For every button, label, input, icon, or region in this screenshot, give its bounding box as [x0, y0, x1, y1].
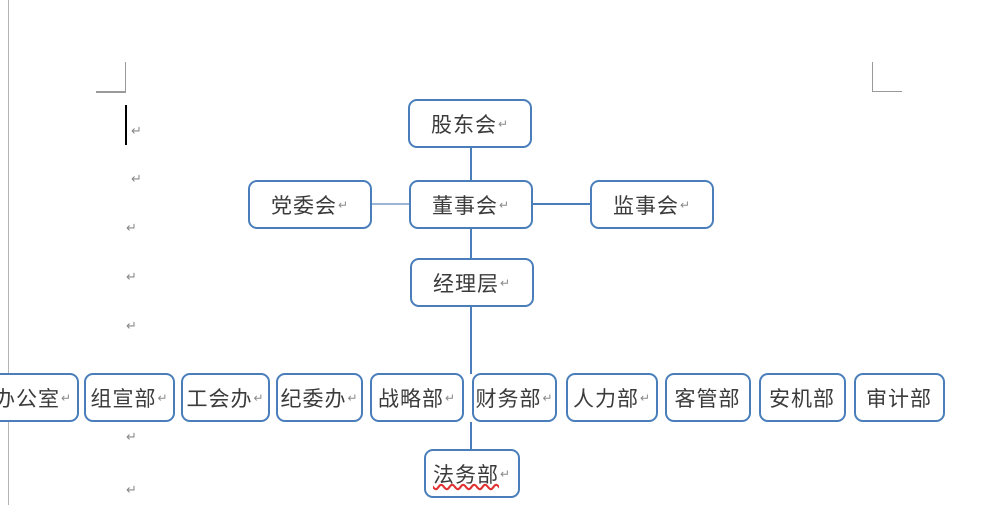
paragraph-mark: ↵: [60, 390, 73, 405]
page-edge-line: [8, 0, 9, 505]
paragraph-mark: ↵: [337, 197, 350, 212]
paragraph-mark: ↵: [126, 220, 137, 235]
org-node-safety-machinery[interactable]: 安机部: [759, 373, 846, 422]
org-node-label: 财务部: [475, 386, 542, 411]
org-node-audit[interactable]: 审计部: [854, 373, 945, 422]
org-node-finance[interactable]: 财务部 ↵: [472, 373, 557, 422]
org-node-label: 董事会: [431, 193, 498, 218]
org-node-label: 纪委办: [280, 386, 347, 411]
paragraph-mark: ↵: [253, 390, 265, 405]
connector-departments-to-legal: [470, 422, 472, 449]
paragraph-mark: ↵: [347, 390, 359, 405]
margin-corner-top-right: [872, 62, 902, 92]
org-node-label: 经理层: [432, 271, 499, 296]
org-node-label: 监事会: [612, 193, 679, 218]
org-node-shareholders[interactable]: 股东会 ↵: [408, 99, 532, 148]
org-node-label: 安机部: [769, 386, 835, 411]
paragraph-mark: ↵: [499, 275, 512, 290]
org-node-label: 组宣部: [90, 386, 157, 411]
org-node-customer-management[interactable]: 客管部: [665, 373, 751, 422]
org-node-label: 党委会: [270, 193, 337, 218]
paragraph-mark: ↵: [679, 197, 692, 212]
org-node-label: 股东会: [430, 112, 497, 137]
paragraph-mark: ↵: [499, 466, 512, 481]
paragraph-mark: ↵: [131, 171, 142, 186]
margin-corner-top-left: [96, 62, 126, 93]
org-node-label: 审计部: [866, 386, 932, 411]
org-node-label: 法务部: [432, 462, 499, 487]
org-node-human-resources[interactable]: 人力部 ↵: [566, 373, 658, 422]
paragraph-mark: ↵: [444, 390, 457, 405]
org-node-strategy[interactable]: 战略部 ↵: [370, 373, 464, 422]
org-node-board-of-directors[interactable]: 董事会 ↵: [409, 180, 533, 229]
text-cursor: [125, 105, 127, 145]
org-node-discipline-office[interactable]: 纪委办 ↵: [276, 373, 363, 422]
paragraph-mark: ↵: [157, 390, 169, 405]
org-node-union-office[interactable]: 工会办 ↵: [181, 373, 270, 422]
org-node-party-committee[interactable]: 党委会 ↵: [248, 180, 372, 229]
org-node-board-of-supervisors[interactable]: 监事会 ↵: [590, 180, 714, 229]
org-node-legal[interactable]: 法务部 ↵: [424, 449, 520, 498]
paragraph-mark: ↵: [498, 197, 511, 212]
paragraph-mark: ↵: [497, 116, 510, 131]
org-node-office[interactable]: 办公室 ↵: [0, 373, 79, 422]
connector-board-to-supervisors: [533, 203, 591, 205]
paragraph-mark: ↵: [131, 123, 142, 138]
connector-management-to-departments: [470, 307, 472, 374]
connector-board-to-management: [470, 229, 472, 259]
paragraph-mark: ↵: [542, 390, 554, 405]
org-node-management[interactable]: 经理层 ↵: [410, 258, 534, 307]
org-node-org-publicity[interactable]: 组宣部 ↵: [84, 373, 175, 422]
org-node-label: 工会办: [186, 386, 253, 411]
connector-party-to-board: [371, 203, 409, 205]
paragraph-mark: ↵: [639, 390, 652, 405]
org-node-label: 客管部: [674, 386, 741, 411]
paragraph-mark: ↵: [126, 318, 137, 333]
org-node-label: 人力部: [572, 386, 639, 411]
paragraph-mark: ↵: [126, 269, 137, 284]
paragraph-mark: ↵: [126, 482, 137, 497]
connector-shareholders-to-board: [470, 148, 472, 180]
org-node-label: 办公室: [0, 386, 60, 411]
org-node-label: 战略部: [377, 386, 444, 411]
paragraph-mark: ↵: [126, 429, 137, 444]
